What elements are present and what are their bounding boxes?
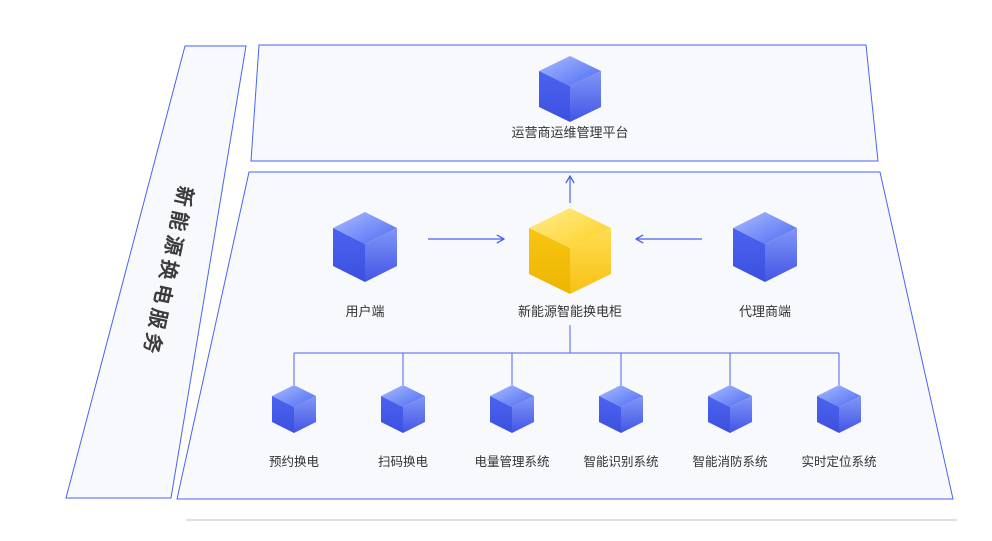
cube-face-right (621, 396, 643, 433)
cube-face-left (529, 228, 570, 294)
cube-face-right (365, 228, 397, 282)
label-sub-node: 扫码换电 (378, 455, 429, 469)
cube-face-left (708, 396, 730, 433)
cube-sub-node-icon (708, 385, 752, 433)
cube-operator-platform-icon (539, 56, 601, 122)
cube-face-right (570, 228, 611, 294)
label-sub-node: 电量管理系统 (474, 454, 549, 469)
cube-face-left (272, 396, 294, 433)
cube-face-left (333, 228, 365, 282)
cube-face-left (817, 396, 839, 433)
label-sub-node: 预约换电 (269, 454, 320, 469)
cube-face-left (599, 396, 621, 433)
cube-face-right (403, 396, 425, 433)
cube-sub-node-icon (272, 385, 316, 433)
cube-face-left (490, 396, 512, 433)
cube-sub-node-icon (490, 385, 534, 433)
cube-sub-node-icon (817, 385, 861, 433)
cube-face-right (765, 228, 797, 282)
label-swap-cabinet: 新能源智能换电柜 (518, 304, 622, 319)
label-operator-platform: 运营商运维管理平台 (511, 125, 628, 140)
cube-face-right (570, 71, 601, 122)
label-sub-node: 智能识别系统 (583, 454, 658, 469)
cube-user-client-icon (333, 212, 397, 282)
connector-tree (293, 325, 840, 385)
cube-face-right (294, 396, 316, 433)
cube-sub-node-icon (381, 385, 425, 433)
cube-face-right (512, 396, 534, 433)
cube-agent-client-icon (733, 212, 797, 282)
cube-face-right (730, 396, 752, 433)
label-user-client: 用户端 (345, 304, 384, 319)
cube-face-right (839, 396, 861, 433)
left-band-panel (65, 45, 247, 499)
cube-sub-node-icon (599, 385, 643, 433)
cube-face-left (381, 396, 403, 433)
label-sub-node: 智能消防系统 (692, 454, 767, 469)
cube-face-left (539, 71, 570, 122)
label-agent-client: 代理商端 (739, 304, 791, 319)
label-sub-node: 实时定位系统 (801, 454, 876, 469)
cube-swap-cabinet-icon (529, 208, 611, 294)
cube-face-left (733, 228, 765, 282)
